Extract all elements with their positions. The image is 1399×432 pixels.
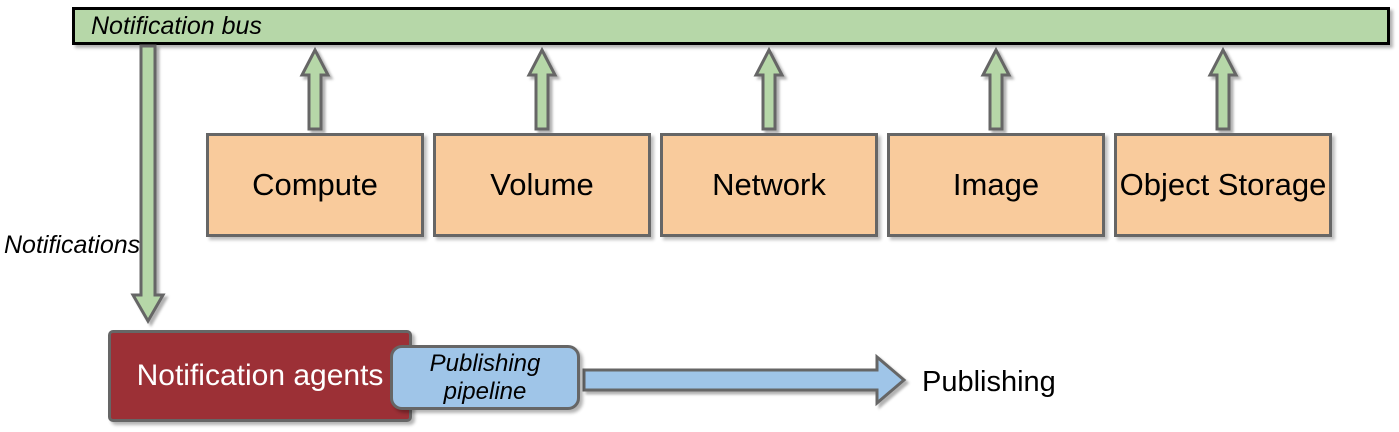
- service-label: Network: [712, 167, 826, 202]
- down-arrow-bus-to-agents-icon: [130, 44, 166, 325]
- up-arrow-volume-icon: [526, 46, 558, 131]
- service-box-network: Network: [660, 133, 878, 237]
- notification-agents-box: Notification agents: [108, 330, 412, 422]
- up-arrow-network-icon: [753, 46, 785, 131]
- notification-agents-label: Notification agents: [136, 359, 384, 392]
- service-label: Object Storage: [1119, 167, 1327, 202]
- publishing-label: Publishing: [922, 366, 1056, 398]
- notification-bus-bar: Notification bus: [72, 7, 1390, 45]
- right-arrow-publishing-icon: [582, 353, 907, 407]
- publishing-pipeline-box: Publishing pipeline: [390, 345, 580, 410]
- service-label: Volume: [490, 167, 594, 202]
- service-label: Compute: [252, 167, 378, 202]
- publishing-pipeline-label-line2: pipeline: [443, 377, 527, 405]
- service-label: Image: [952, 167, 1040, 202]
- up-arrow-compute-icon: [299, 46, 331, 131]
- service-box-compute: Compute: [206, 133, 424, 237]
- up-arrow-image-icon: [980, 46, 1012, 131]
- service-box-object-storage: Object Storage: [1114, 133, 1332, 237]
- service-box-volume: Volume: [433, 133, 651, 237]
- service-box-image: Image: [887, 133, 1105, 237]
- publishing-pipeline-label-line1: Publishing: [429, 349, 541, 377]
- up-arrow-object-storage-icon: [1207, 46, 1239, 131]
- notifications-label: Notifications: [4, 231, 141, 259]
- notification-bus-label: Notification bus: [91, 11, 262, 40]
